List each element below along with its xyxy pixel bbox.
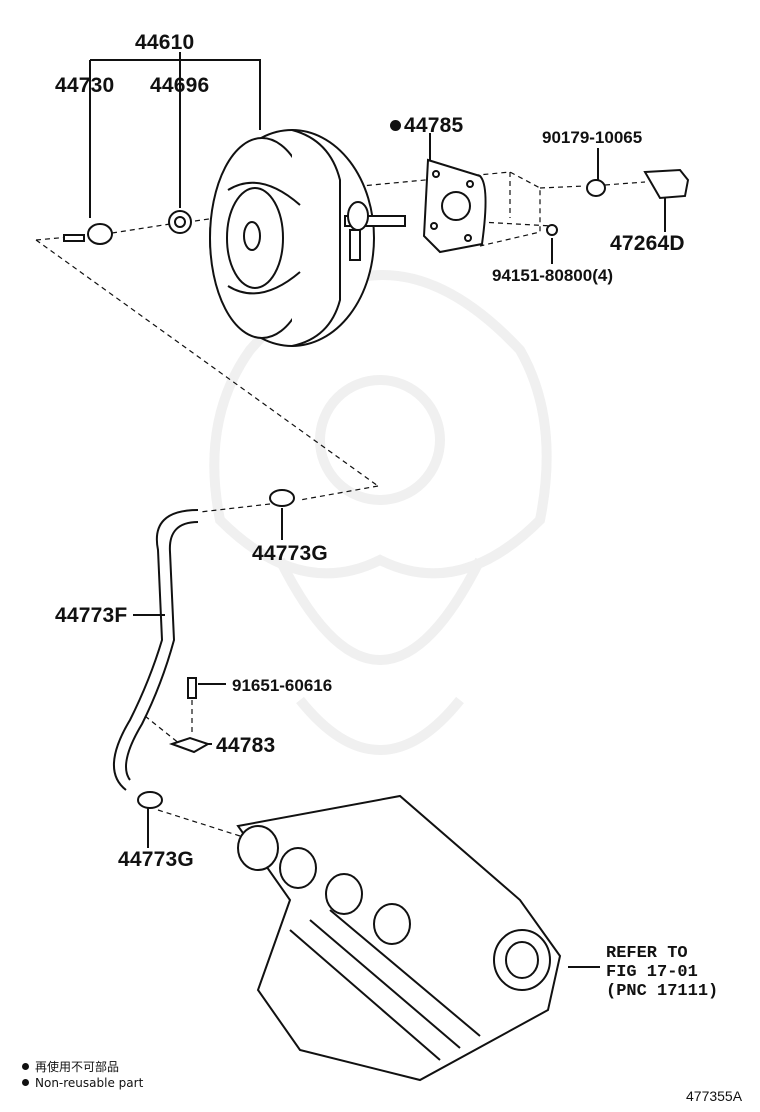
refer-note: REFER TO FIG 17-01 (PNC 17111) xyxy=(606,944,718,1001)
small-parts-top xyxy=(63,168,690,245)
leader-lines xyxy=(89,52,666,968)
legend-en-text: Non-reusable part xyxy=(35,1076,144,1090)
part-44783-label: 44783 xyxy=(216,734,276,757)
part-44696-label: 44696 xyxy=(150,74,210,97)
part-94151-80800-label: 94151-80800(4) xyxy=(492,266,613,285)
hose-clips xyxy=(137,489,295,809)
vacuum-hose-44773f xyxy=(113,509,199,791)
part-44773g-bottom-label: 44773G xyxy=(118,848,194,871)
part-90179-10065-label: 90179-10065 xyxy=(542,128,643,147)
figure-id: 477355A xyxy=(686,1088,743,1104)
legend-jp: 再使用不可部品 xyxy=(22,1058,119,1075)
part-44773g-top-label: 44773G xyxy=(252,542,328,565)
part-44730-label: 44730 xyxy=(55,74,115,97)
intake-manifold xyxy=(236,794,562,1082)
refer-line-3: (PNC 17111) xyxy=(606,982,719,1001)
legend-jp-text: 再使用不可部品 xyxy=(35,1060,120,1074)
non-reusable-marker-icon xyxy=(390,120,401,131)
part-44773f-label: 44773F xyxy=(55,604,128,627)
gasket-44785 xyxy=(422,158,487,254)
refer-line-1: REFER TO xyxy=(606,944,688,963)
legend-en: Non-reusable part xyxy=(22,1076,143,1090)
part-91651-60616-label: 91651-60616 xyxy=(232,676,333,695)
brake-booster-44610 xyxy=(209,129,406,347)
legend-dot-icon xyxy=(22,1079,29,1086)
part-47264d-label: 47264D xyxy=(610,232,685,255)
legend-dot-icon xyxy=(22,1063,29,1070)
refer-line-2: FIG 17-01 xyxy=(606,963,698,982)
part-44785-number: 44785 xyxy=(404,114,464,137)
part-44610-label: 44610 xyxy=(135,31,195,54)
part-44785-label: 44785 xyxy=(390,114,463,138)
watermark-logo xyxy=(209,270,552,755)
